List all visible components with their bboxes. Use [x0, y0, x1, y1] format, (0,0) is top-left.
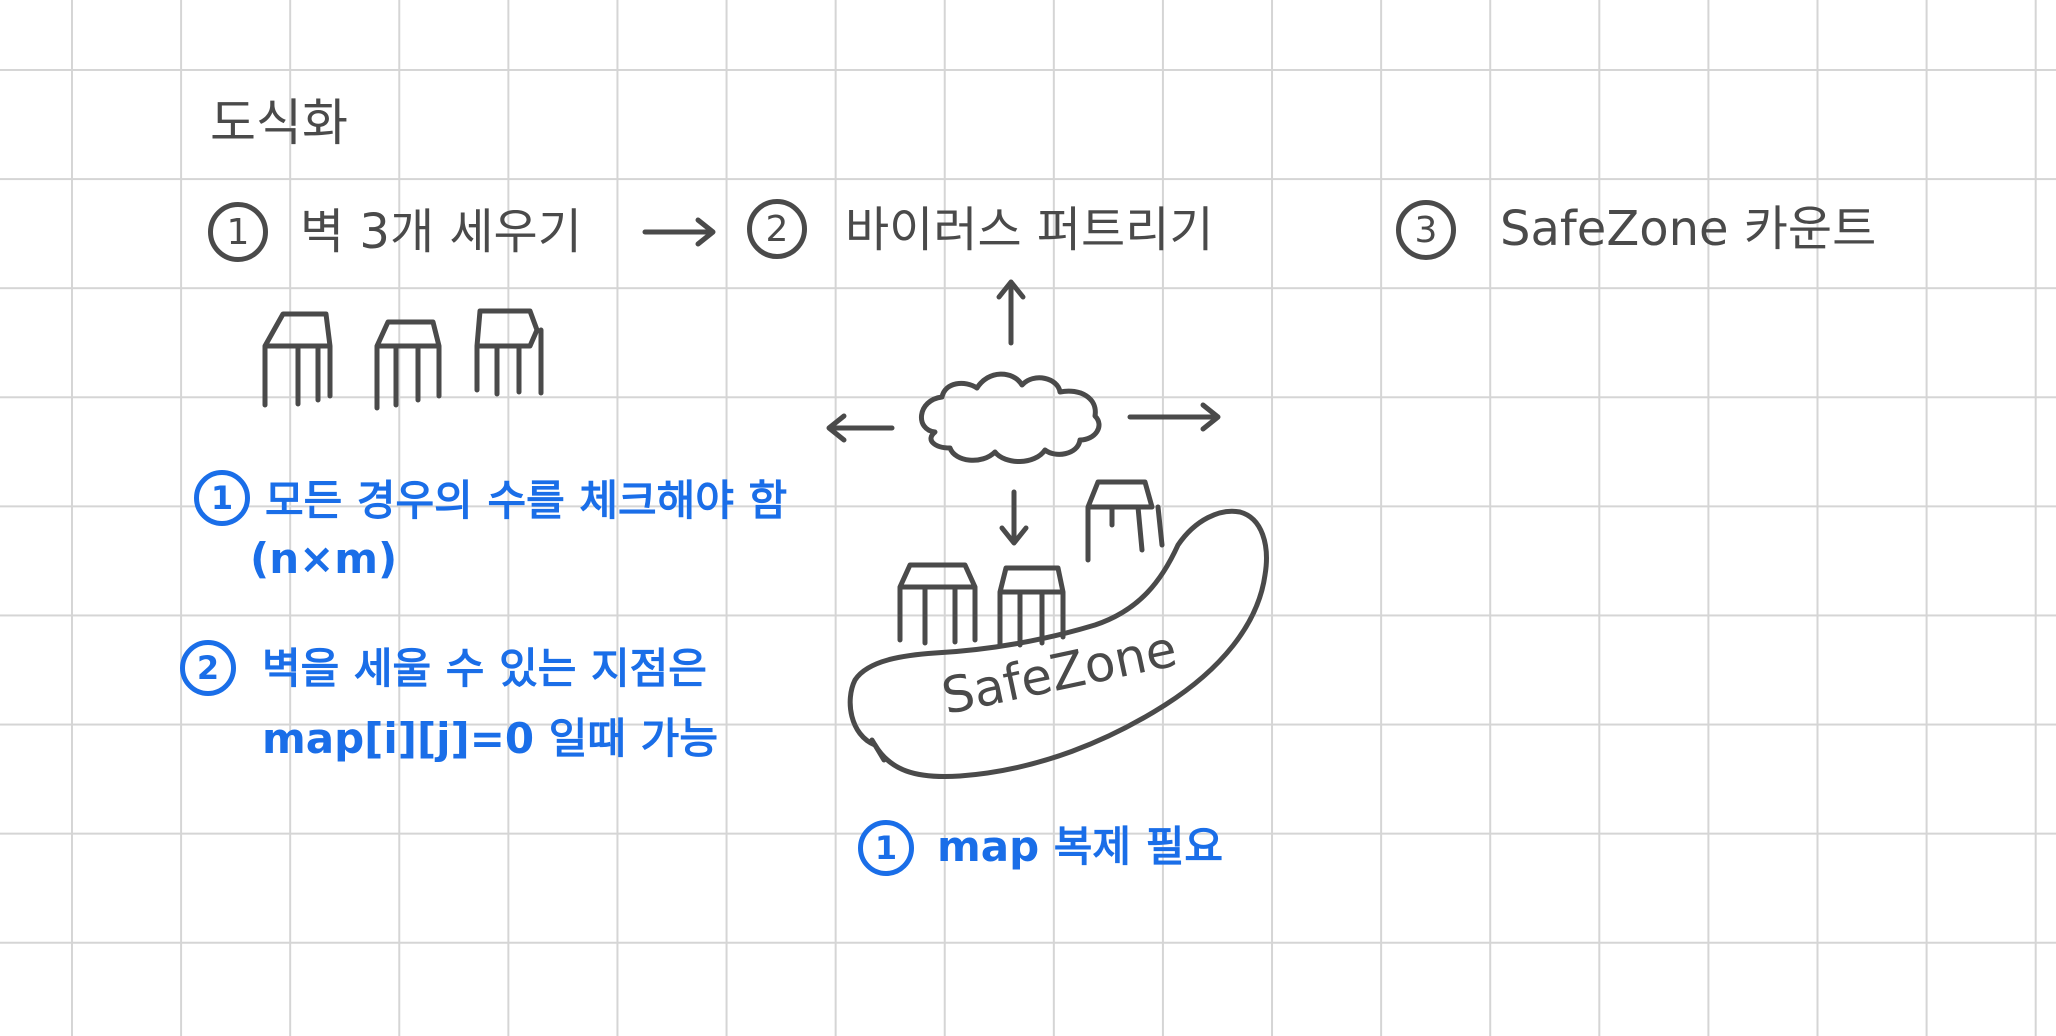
- arrow-left-icon: [826, 413, 895, 443]
- note-check-all-cases: 모든 경우의 수를 체크해야 함: [265, 476, 788, 525]
- note-number-badge: 1: [194, 470, 250, 526]
- arrow-down-icon: [999, 489, 1029, 546]
- note-number-badge: 1: [858, 820, 914, 876]
- safezone-outline: [847, 508, 1269, 780]
- note-complexity: (n×m): [250, 534, 398, 583]
- wall-icon: [997, 565, 1066, 648]
- wall-icon: [374, 319, 442, 411]
- wall-icon: [1085, 479, 1165, 563]
- note-number-badge: 2: [180, 640, 236, 696]
- step-number-badge: 3: [1396, 200, 1456, 260]
- page-title: 도식화: [210, 94, 348, 152]
- step-label-build-walls: 벽 3개 세우기: [300, 204, 582, 260]
- step-label-spread-virus: 바이러스 퍼트리기: [845, 202, 1214, 258]
- wall-icon: [897, 562, 978, 646]
- step-label-count-safezone: SafeZone 카운트: [1500, 201, 1877, 257]
- arrow-step1-to-step2: [642, 217, 716, 247]
- step-number-badge: 2: [747, 199, 807, 259]
- arrow-right-icon: [1127, 402, 1221, 432]
- wall-icon: [262, 311, 333, 408]
- note-map-condition: map[i][j]=0 일때 가능: [262, 714, 718, 763]
- note-wall-positions: 벽을 세울 수 있는 지점은: [262, 644, 707, 693]
- wall-icon: [474, 308, 544, 397]
- note-copy-map: map 복제 필요: [937, 822, 1223, 871]
- virus-cloud-icon: [918, 371, 1102, 464]
- arrow-up-icon: [996, 279, 1026, 346]
- step-number-badge: 1: [208, 202, 268, 262]
